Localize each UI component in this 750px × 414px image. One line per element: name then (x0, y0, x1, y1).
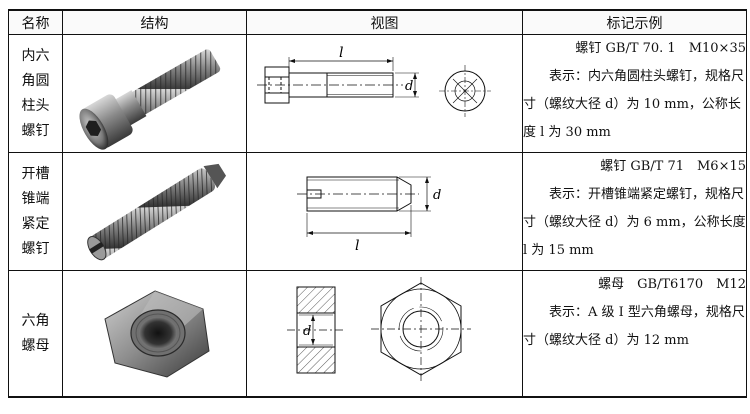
marking-text: 表示：开槽锥端紧定螺钉，规格尺寸（螺纹大径 d）为 6 mm，公称长度 l 为 … (523, 187, 746, 258)
fastener-spec-table: 名称 结构 视图 标记示例 内六 角圆 柱头 螺钉 (8, 9, 747, 398)
marking-title: 螺钉 GB/T 70. 1 M10×35 (575, 41, 746, 56)
diameter-label: d (433, 188, 441, 203)
marking-title: 螺母 GB/T6170 M12 (598, 277, 746, 292)
marking-example: 螺钉 GB/T 70. 1 M10×35 表示：内六角圆柱头螺钉，规格尺寸（螺纹… (522, 34, 747, 153)
row-name: 六角 螺母 (8, 270, 63, 398)
set-screw-photo (62, 152, 247, 271)
header-name: 名称 (8, 9, 63, 35)
hex-nut-photo (62, 270, 247, 398)
marking-text: 表示：A 级 I 型六角螺母，规格尺寸（螺纹大径 d）为 12 mm (523, 305, 745, 348)
table-row: 六角 螺母 (8, 270, 747, 398)
hex-nut-icon (104, 290, 210, 378)
socket-screw-photo (62, 34, 247, 153)
row-name: 内六 角圆 柱头 螺钉 (8, 34, 63, 153)
header-row: 名称 结构 视图 标记示例 (8, 9, 747, 35)
row-name: 开槽 锥端 紧定 螺钉 (8, 152, 63, 271)
table-row: 开槽 锥端 紧定 螺钉 (8, 152, 747, 271)
set-screw-drawing: l d (297, 176, 441, 254)
hex-nut-drawing: d (287, 277, 471, 381)
diameter-label: d (405, 79, 413, 94)
marking-text: 表示：内六角圆柱头螺钉，规格尺寸（螺纹大径 d）为 10 mm，公称长度 l 为… (523, 69, 745, 140)
socket-screw-drawing: l d (257, 45, 491, 117)
diameter-label: d (303, 324, 311, 339)
length-label: l (339, 45, 343, 61)
hex-nut-view: d (246, 270, 523, 398)
socket-screw-view: l d (246, 34, 523, 153)
header-view: 视图 (246, 9, 523, 35)
header-marking: 标记示例 (522, 9, 747, 35)
marking-example: 螺母 GB/T6170 M12 表示：A 级 I 型六角螺母，规格尺寸（螺纹大径… (522, 270, 747, 398)
marking-title: 螺钉 GB/T 71 M6×15 (600, 159, 746, 174)
marking-example: 螺钉 GB/T 71 M6×15 表示：开槽锥端紧定螺钉，规格尺寸（螺纹大径 d… (522, 152, 747, 271)
table-row: 内六 角圆 柱头 螺钉 (8, 34, 747, 153)
header-structure: 结构 (62, 9, 247, 35)
set-screw-icon (87, 163, 227, 261)
set-screw-view: l d (246, 152, 523, 271)
socket-screw-icon (79, 49, 221, 150)
length-label: l (355, 238, 359, 254)
